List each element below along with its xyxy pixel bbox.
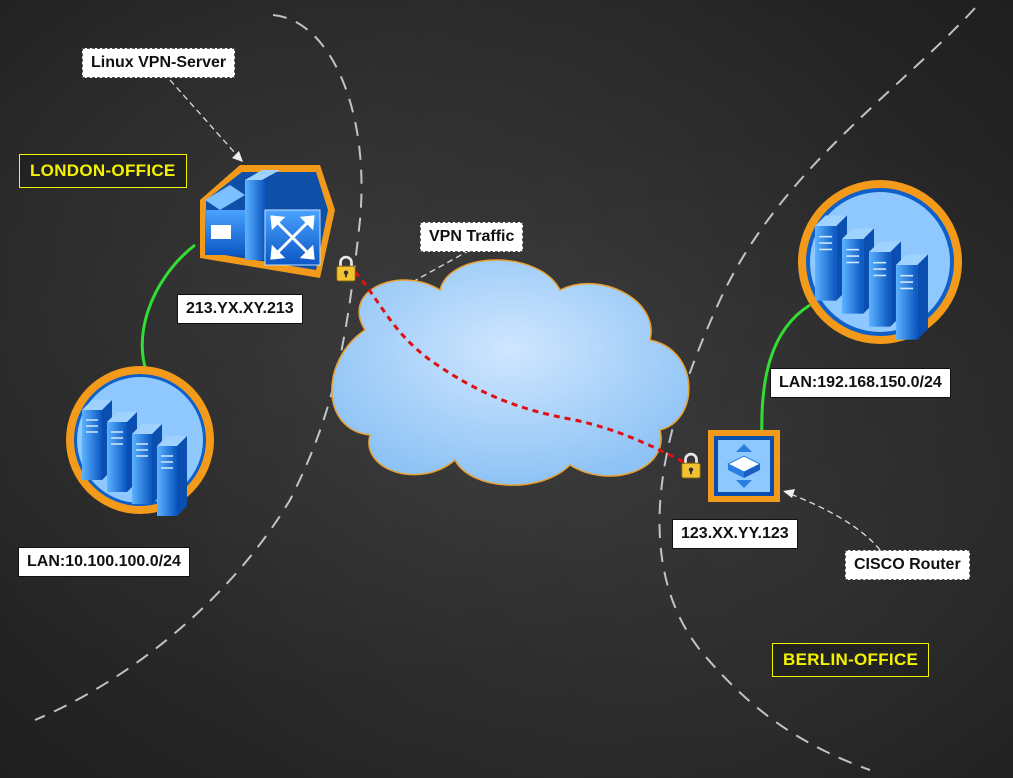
internet-cloud-icon [331,259,690,486]
berlin-server-farm-icon [798,180,962,344]
london-ip-label: 213.YX.XY.213 [177,294,303,324]
berlin-boundary [658,7,976,771]
berlin-office-label: BERLIN-OFFICE [772,643,930,677]
vpn-tunnel [353,271,691,467]
berlin-lock-icon [680,452,702,480]
router-icon [708,430,780,502]
london-server-farm-icon [66,366,214,516]
london-office-label: LONDON-OFFICE [19,154,187,188]
berlin-lan-label: LAN:192.168.150.0/24 [770,368,951,398]
vpn-server-icon [200,165,335,278]
linux-vpn-server-callout: Linux VPN-Server [82,48,236,78]
london-lan-label: LAN:10.100.100.0/24 [18,547,190,577]
cisco-callout-arrow [784,491,881,551]
london-boundary [34,14,363,721]
vpn-server-callout-arrow [169,79,244,163]
cisco-router-callout: CISCO Router [845,550,970,580]
vpn-traffic-callout: VPN Traffic [420,222,524,252]
london-lan-link [140,243,196,381]
berlin-lan-link [760,303,811,441]
berlin-ip-label: 123.XX.YY.123 [672,519,798,549]
london-lock-icon [335,255,357,283]
